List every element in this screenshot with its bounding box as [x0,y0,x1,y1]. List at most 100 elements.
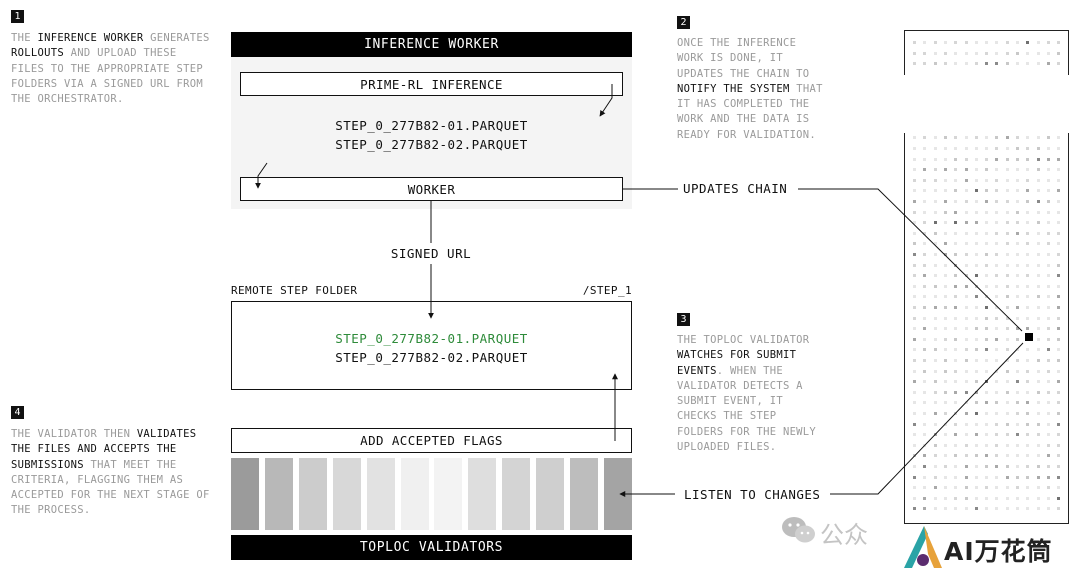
chain-dot [913,157,916,161]
chain-dot [1026,189,1030,193]
chain-dot [1036,496,1040,500]
chain-dot [1016,263,1019,267]
chain-dot [985,327,989,331]
chain-dot [954,295,958,299]
chain-dot [943,231,947,235]
chain-dot [943,316,947,320]
step-1-badge: 1 [11,10,24,23]
chain-dot [985,210,989,214]
chain-dot [974,231,978,235]
step-4-badge: 4 [11,406,24,419]
chain-dot [913,390,916,394]
validator-slot [570,458,598,530]
chain-dot [964,348,968,352]
chain-dot [1005,433,1009,437]
chain-dot [974,486,978,490]
chain-dot [1057,348,1061,352]
chain-dot [1046,422,1050,426]
wechat-icon [781,515,817,545]
chain-dot [985,412,989,415]
chain-dot [1036,327,1040,331]
chain-dot [913,443,916,447]
chain-dot [1057,157,1061,161]
chain-dot [1005,157,1009,161]
chain-dot [923,337,927,341]
chain-dot [1057,475,1061,479]
chain-dot [923,221,927,225]
chain-dot [933,390,937,394]
chain-dot [1057,507,1061,511]
chain-dot [1046,401,1050,405]
chain-dot [923,41,927,44]
chain-dot [954,178,958,182]
chain-dot [923,433,927,437]
chain-dot [1016,210,1019,214]
note-text: SUBMIT EVENT, IT [677,395,783,408]
chain-dot [1036,41,1040,44]
chain-dot [913,274,916,278]
chain-dot [943,41,947,44]
chain-dot [1026,284,1030,288]
chain-dot [1026,231,1030,235]
chain-dot [1046,51,1050,55]
chain-dot [964,433,968,437]
chain-dot [1026,62,1030,66]
chain-dot [1046,231,1050,235]
chain-dot [943,178,947,182]
chain-dot [985,200,989,203]
chain-dot [1016,401,1019,405]
chain-dot [954,422,958,426]
chain-dot [974,422,978,426]
chain-dot [985,147,989,150]
chain-dot [933,401,937,405]
chain-dot [1036,157,1040,161]
chain-dot [1005,62,1009,66]
chain-dot [974,369,978,373]
chain-dot [923,147,927,150]
chain-dot [995,486,999,490]
chain-dot [995,274,999,278]
chain-dot [943,486,947,490]
chain-dot [943,327,947,331]
chain-dot [1036,454,1040,458]
chain-dot [964,412,968,415]
chain-dot [995,200,999,203]
chain-dot [1026,295,1030,299]
chain-dot [1005,486,1009,490]
chain-dot [943,306,947,309]
chain-dot [1046,210,1050,214]
chain-dot [954,253,958,256]
chain-dot [913,337,916,341]
chain-dot [1026,306,1030,309]
chain-dot [1057,242,1061,246]
note-highlight: INFERENCE WORKER [37,32,144,44]
chain-dot [913,496,916,500]
note-text: THE ORCHESTRATOR. [11,93,124,106]
chain-dot [954,62,958,66]
chain-dot [1005,507,1009,511]
step-2-badge: 2 [677,16,690,29]
chain-dot [1005,369,1009,373]
chain-dot [1046,337,1050,341]
chain-dot [923,231,927,235]
toploc-validators-title: TOPLOC VALIDATORS [231,535,632,560]
highlighted-block [1025,333,1033,341]
chain-dot [933,51,937,55]
chain-dot [1046,390,1050,394]
chain-dot [974,263,978,267]
chain-dot [923,157,927,161]
chain-dot [995,348,999,352]
chain-dot [964,136,968,140]
chain-dot [985,422,989,426]
chain-dot [1026,401,1030,405]
chain-dot [985,221,989,225]
chain-dot [913,253,916,256]
chain-dot [954,41,958,44]
chain-dot [923,390,927,394]
chain-dot [923,348,927,352]
ai-logo-icon [902,522,944,570]
chain-dot [1016,507,1019,511]
chain-dot [1026,486,1030,490]
chain-dot [933,221,937,225]
chain-dot [913,189,916,193]
